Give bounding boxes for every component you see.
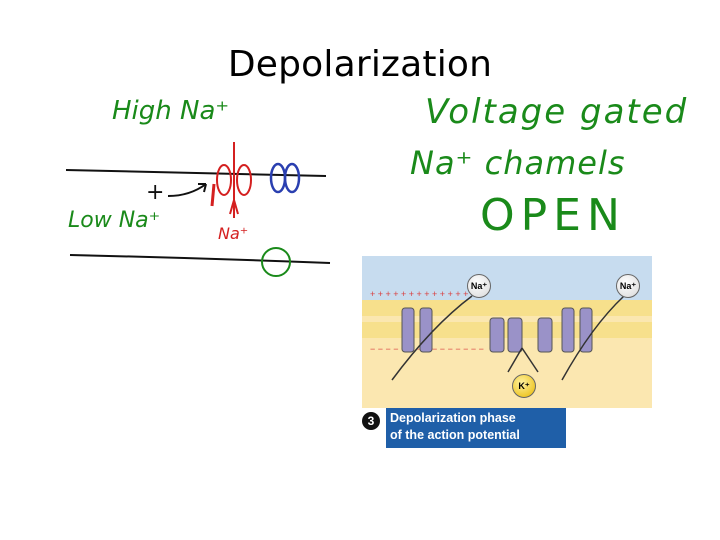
caption-line-2: of the action potential: [390, 427, 520, 442]
caption-box: Depolarization phase of the action poten…: [386, 408, 566, 448]
high-na-annotation: High Na⁺: [112, 96, 230, 126]
low-na-annotation: Low Na⁺: [68, 208, 161, 233]
na-channels-annotation: Na⁺ chamels: [410, 144, 626, 182]
channel-figure-art: + + + + + + + + + + + + + + + − − − − − …: [362, 256, 652, 408]
na-ion-2: Na⁺: [616, 274, 640, 298]
arrow-to-channel: [167, 183, 207, 197]
green-channel-circle: [261, 247, 291, 277]
blue-channel-sketch: [269, 162, 301, 194]
slide-title: Depolarization: [227, 44, 493, 85]
textbook-figure: + + + + + + + + + + + + + + + − − − − − …: [362, 256, 652, 456]
voltage-gated-annotation: Voltage gated: [425, 92, 689, 132]
k-ion: K⁺: [512, 374, 536, 398]
open-annotation: OPEN: [480, 190, 626, 241]
membrane-top-line: [65, 169, 327, 177]
na-channel-right: [561, 307, 593, 353]
figure-caption: 3 Depolarization phase of the action pot…: [362, 408, 652, 450]
plus-sign-annotation: +: [146, 180, 165, 205]
membrane-bottom-line: [69, 254, 331, 264]
caption-line-1: Depolarization phase: [390, 411, 516, 425]
k-channel-center: [489, 317, 553, 353]
svg-text:+ + + + + + + + + + + +: + + + + + + + + + + + + + + +: [370, 289, 484, 299]
na-ion-1: Na⁺: [467, 274, 491, 298]
red-channel-sketch: [210, 142, 252, 218]
step-number-badge: 3: [362, 412, 380, 430]
na-ion-red-annotation: Na⁺: [218, 224, 249, 243]
